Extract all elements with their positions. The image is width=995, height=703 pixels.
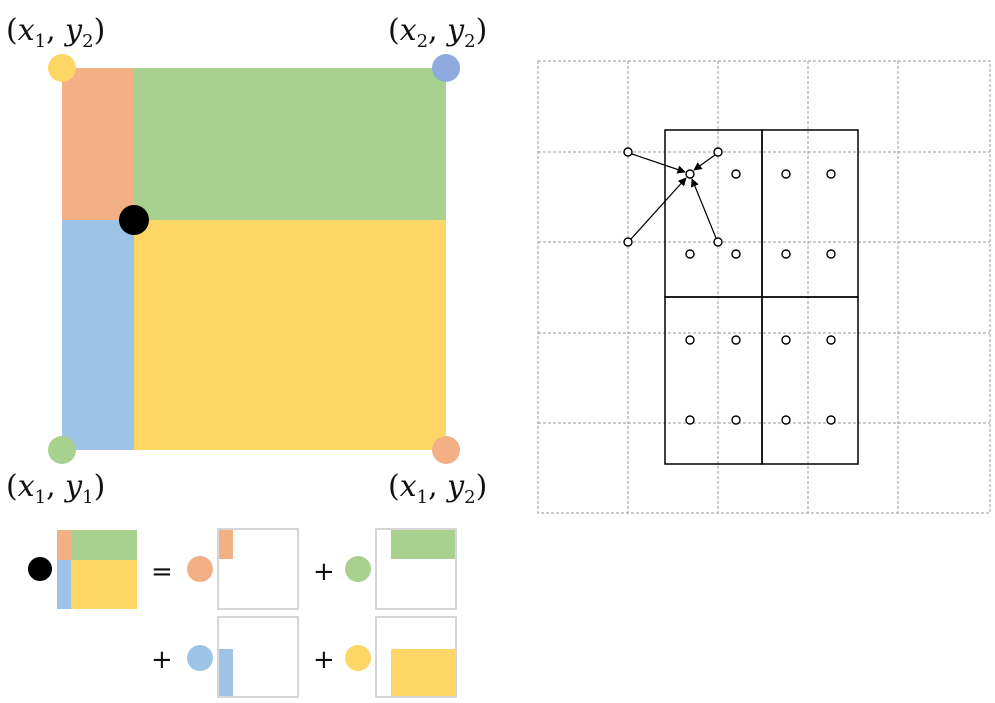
roi-bin-bottom-left [664,296,763,465]
sampling-point [826,169,836,179]
neighbor-point-bottom-left [623,237,633,247]
label-bottom-right: (x1, y2) [388,469,487,508]
equals-sign: = [151,557,173,587]
neighbor-point-bottom-right [713,237,723,247]
term-3-region [219,649,233,696]
region-yellow [134,220,446,450]
arrow-from-bottom-left [630,177,687,240]
sampling-point [826,335,836,345]
roi-bin-top-left [664,129,763,298]
corner-point-bottom-left [48,436,76,464]
term-1-point [187,556,213,582]
label-top-right: (x2, y2) [388,13,487,52]
sample-point [119,205,149,235]
mini-region-blue [57,560,71,609]
term-2-region [391,530,455,559]
label-bottom-left: (x1, y1) [6,469,105,508]
decomposition-equation: = + + + [28,528,457,698]
sampling-point [685,335,695,345]
sampling-point [731,169,741,179]
corner-point-top-right [432,54,460,82]
neighbor-point-top-left [623,147,633,157]
term-4-point [345,645,371,671]
sampling-point [781,169,791,179]
term-3-point [187,645,213,671]
mini-sample-point [28,557,52,581]
corner-point-top-left [48,54,76,82]
sampling-point [781,415,791,425]
mini-region-green [71,530,137,560]
interpolation-arrows [630,153,717,240]
plus-sign-3: + [313,645,335,675]
neighbor-point-top-right [713,147,723,157]
plus-sign-2: + [151,645,173,675]
sampling-point [826,415,836,425]
sampling-point [685,169,695,179]
feature-map-grid [537,60,991,514]
region-orange [62,68,134,220]
roi-bin-bottom-right [761,296,859,465]
grid-border [537,60,991,514]
sampling-point [781,335,791,345]
arrow-from-bottom-right [690,178,717,239]
roi-bins [664,129,859,465]
mini-square-full [57,530,137,609]
sampling-point [731,249,741,259]
term-1-region [219,530,233,559]
mini-region-orange [57,530,71,560]
term-4-region [391,649,455,696]
sampling-point [781,249,791,259]
sampling-point [685,249,695,259]
region-green [134,68,446,220]
plus-sign-1: + [313,557,335,587]
mini-region-yellow [71,560,137,609]
region-blue [62,220,134,450]
label-top-left: (x1, y2) [6,13,105,52]
sampling-point [731,415,741,425]
roi-bin-top-right [761,129,859,298]
interpolation-square [48,54,460,464]
term-2-point [345,556,371,582]
grid-neighbor-points [623,147,723,247]
sampling-point [731,335,741,345]
arrow-from-top-right [693,154,716,171]
arrow-from-top-left [631,153,686,174]
corner-point-bottom-right [432,436,460,464]
sampling-point [826,249,836,259]
sampling-points [685,169,836,425]
sampling-point [685,415,695,425]
